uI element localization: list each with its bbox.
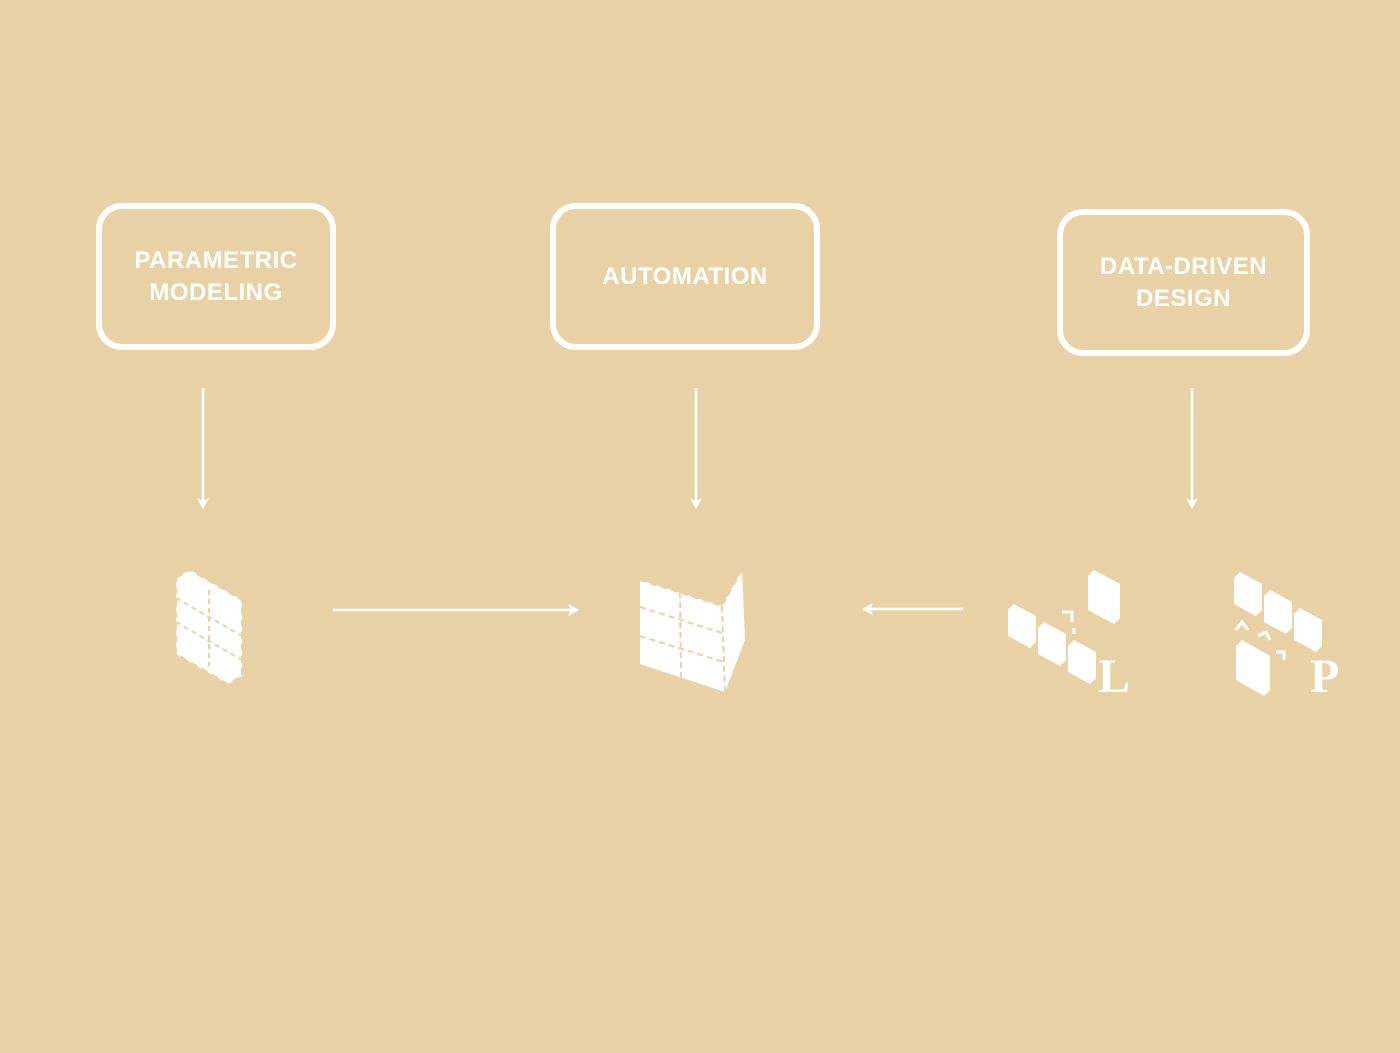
data-driven-design-box: DATA-DRIVEN DESIGN — [1057, 209, 1310, 356]
automated-folded-panel-icon — [639, 569, 745, 693]
parametric-modeling-label-line1: PARAMETRIC — [134, 246, 298, 274]
parametric-panel-icon — [175, 568, 243, 686]
data-driven-design-label-line2: DESIGN — [1135, 284, 1231, 312]
data-blocks-letter-l: L — [1098, 650, 1130, 703]
automation-label: AUTOMATION — [602, 262, 768, 290]
data-blocks-icon-right — [1234, 572, 1322, 696]
data-blocks-letter-p: P — [1310, 650, 1339, 703]
data-blocks-icon-left — [1008, 570, 1120, 684]
automation-box: AUTOMATION — [550, 203, 820, 350]
data-driven-design-label-line1: DATA-DRIVEN — [1099, 252, 1268, 280]
parametric-modeling-label-line2: MODELING — [149, 278, 283, 306]
parametric-modeling-box: PARAMETRIC MODELING — [96, 203, 336, 350]
